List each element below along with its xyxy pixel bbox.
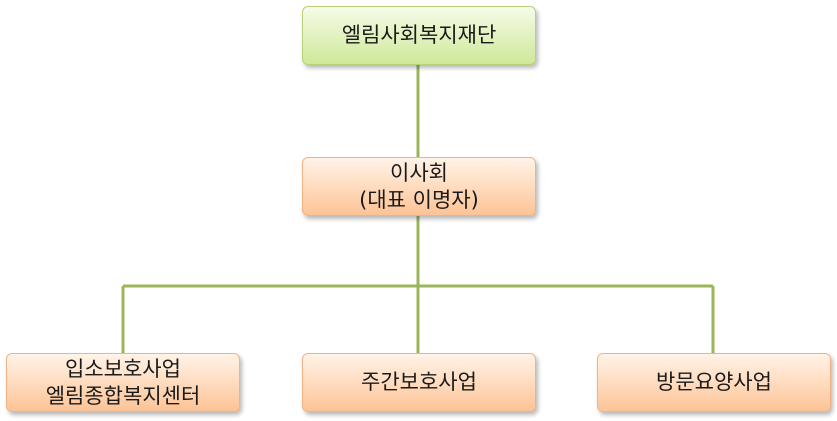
child-node-residential-care: 입소보호사업 엘림종합복지센터 — [6, 353, 240, 412]
board-node-title: 이사회 — [390, 160, 448, 185]
child-node-day-care: 주간보호사업 — [302, 353, 536, 412]
child-node-visiting-title: 방문요양사업 — [656, 370, 772, 394]
child-node-visiting-care: 방문요양사업 — [597, 353, 831, 412]
board-node-subtitle: (대표 이명자) — [359, 187, 479, 212]
board-node: 이사회 (대표 이명자) — [302, 157, 536, 216]
child-node-daycare-title: 주간보호사업 — [361, 370, 477, 394]
child-node-residential-subtitle: 엘림종합복지센터 — [45, 383, 201, 408]
child-node-residential-title: 입소보호사업 — [65, 356, 181, 381]
root-node-label: 엘림사회복지재단 — [341, 23, 497, 47]
root-node-foundation: 엘림사회복지재단 — [302, 6, 536, 65]
